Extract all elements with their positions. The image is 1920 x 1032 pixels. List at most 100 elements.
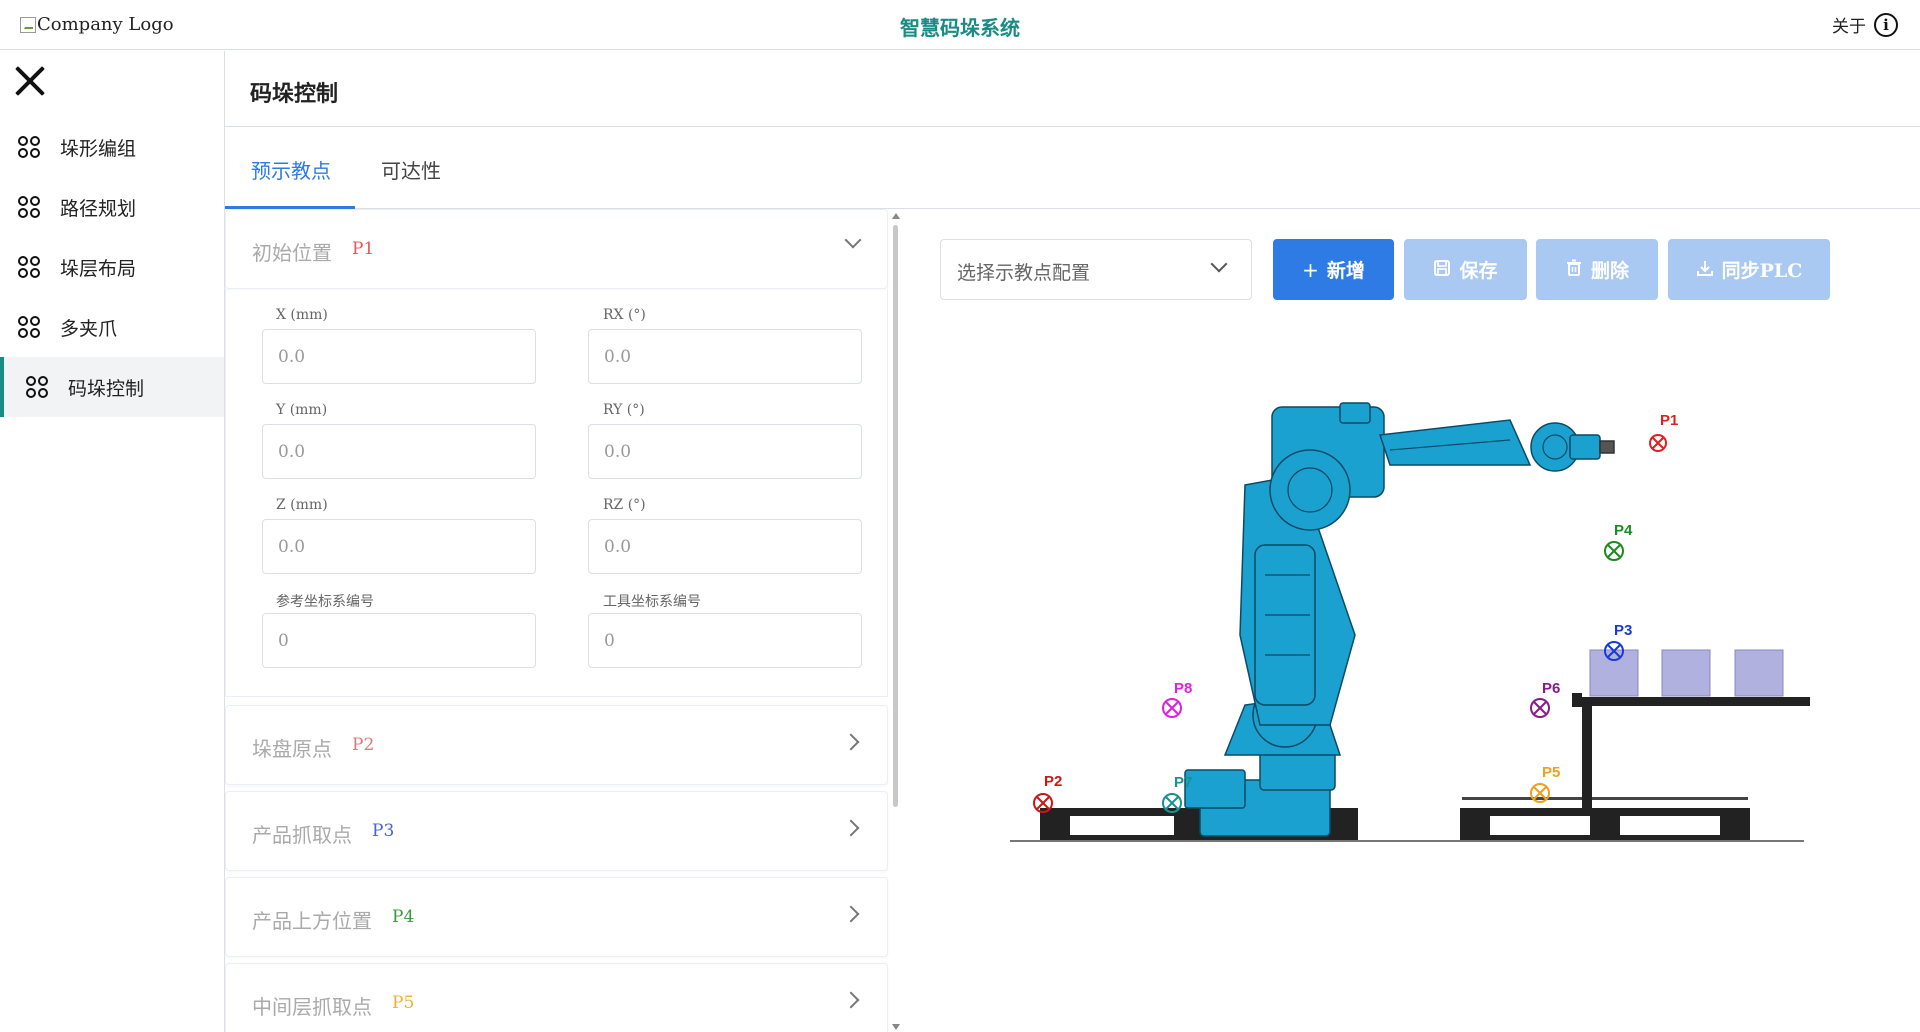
close-icon[interactable] xyxy=(14,65,46,97)
trash-icon xyxy=(1565,258,1583,282)
teach-point-p8[interactable]: P8 xyxy=(1162,680,1192,718)
x-input[interactable]: 0.0 xyxy=(262,329,536,384)
tab-teach-points[interactable]: 预示教点 xyxy=(251,159,331,183)
add-button[interactable]: + 新增 xyxy=(1273,239,1394,300)
point-tag: P4 xyxy=(392,907,415,927)
chevron-right-icon xyxy=(842,819,860,837)
add-button-label: 新增 xyxy=(1326,260,1365,282)
point-label: P1 xyxy=(1660,412,1678,429)
teach-point-p1[interactable]: P1 xyxy=(1649,412,1678,452)
company-logo: Company Logo xyxy=(20,14,174,35)
ry-input[interactable]: 0.0 xyxy=(588,424,862,479)
save-icon xyxy=(1433,258,1451,282)
system-title: 智慧码垛系统 xyxy=(900,16,1020,40)
about-label: 关于 xyxy=(1832,17,1866,37)
page-title: 码垛控制 xyxy=(250,81,339,107)
field-label: 工具坐标系编号 xyxy=(603,594,701,610)
sidebar-item-palletizing-control[interactable]: 码垛控制 xyxy=(0,357,224,417)
rx-input[interactable]: 0.0 xyxy=(588,329,862,384)
left-pallet xyxy=(1040,808,1358,840)
point-label: P3 xyxy=(1614,622,1632,639)
field-label: X (mm) xyxy=(276,307,328,323)
tool-frame-input[interactable]: 0 xyxy=(588,613,862,668)
teach-point-p7[interactable]: P7 xyxy=(1162,774,1192,813)
scroll-up-arrow-icon[interactable] xyxy=(892,213,900,219)
sidebar-item-layer-layout[interactable]: 垛层布局 xyxy=(0,237,224,297)
product-table xyxy=(1572,693,1810,808)
sidebar-item-path-planning[interactable]: 路径规划 xyxy=(0,177,224,237)
chevron-down-icon xyxy=(844,231,862,249)
delete-button[interactable]: 删除 xyxy=(1536,239,1658,300)
sidebar-item-label: 路径规划 xyxy=(60,197,137,220)
teach-point-p4[interactable]: P4 xyxy=(1604,522,1633,561)
ref-frame-input[interactable]: 0 xyxy=(262,613,536,668)
active-tab-indicator xyxy=(225,206,355,209)
accordion-header-pallet-origin[interactable]: 垛盘原点 P2 xyxy=(225,705,888,785)
accordion-title: 中间层抓取点 xyxy=(252,995,372,1019)
accordion-title: 初始位置 xyxy=(252,241,332,265)
tab-reachability[interactable]: 可达性 xyxy=(381,159,441,183)
point-label: P4 xyxy=(1614,522,1633,539)
chevron-right-icon xyxy=(842,905,860,923)
info-icon: i xyxy=(1874,12,1898,37)
accordion-title: 产品上方位置 xyxy=(252,909,372,933)
plus-icon: + xyxy=(1302,257,1319,282)
product-boxes xyxy=(1589,649,1784,697)
grid-icon xyxy=(26,376,48,398)
field-label: 参考坐标系编号 xyxy=(276,594,374,610)
accordion-header-middle-layer-pick[interactable]: 中间层抓取点 P5 xyxy=(225,963,888,1032)
panel-scrollbar[interactable] xyxy=(890,209,901,1032)
accordion-header-product-pick[interactable]: 产品抓取点 P3 xyxy=(225,791,888,871)
accordion-header-initial-position[interactable]: 初始位置 P1 xyxy=(225,209,888,289)
sidebar: 垛形编组 路径规划 垛层布局 多夹爪 码垛控制 xyxy=(0,51,225,1032)
field-label: Z (mm) xyxy=(276,497,328,513)
accordion-header-above-product[interactable]: 产品上方位置 P4 xyxy=(225,877,888,957)
sidebar-item-stack-group[interactable]: 垛形编组 xyxy=(0,117,224,177)
scroll-thumb[interactable] xyxy=(893,225,898,807)
teach-point-p6[interactable]: P6 xyxy=(1530,680,1560,718)
scroll-down-arrow-icon[interactable] xyxy=(892,1024,900,1030)
field-label: RX (°) xyxy=(603,307,646,323)
point-tag: P1 xyxy=(352,239,375,259)
grid-icon xyxy=(18,316,40,338)
download-icon xyxy=(1696,258,1714,282)
point-label: P2 xyxy=(1044,773,1062,790)
sidebar-item-label: 垛层布局 xyxy=(60,257,137,280)
grid-icon xyxy=(18,196,40,218)
point-label: P8 xyxy=(1174,680,1192,697)
save-button-label: 保存 xyxy=(1459,260,1498,282)
palletizing-diagram: P1 P2 P3 P4 P5 P6 P7 P8 xyxy=(1010,402,1810,842)
sidebar-item-label: 码垛控制 xyxy=(68,377,145,400)
chevron-right-icon xyxy=(842,991,860,1009)
sidebar-item-multi-gripper[interactable]: 多夹爪 xyxy=(0,297,224,357)
sync-plc-button[interactable]: 同步PLC xyxy=(1668,239,1830,300)
teach-config-select[interactable]: 选择示教点配置 xyxy=(940,239,1252,300)
y-input[interactable]: 0.0 xyxy=(262,424,536,479)
select-placeholder: 选择示教点配置 xyxy=(957,262,1091,284)
rz-input[interactable]: 0.0 xyxy=(588,519,862,574)
accordion-title: 垛盘原点 xyxy=(252,737,332,761)
teach-point-p2[interactable]: P2 xyxy=(1033,773,1062,813)
sidebar-item-label: 垛形编组 xyxy=(60,137,137,160)
field-label: RY (°) xyxy=(603,402,645,418)
teach-point-p5[interactable]: P5 xyxy=(1530,764,1560,803)
delete-button-label: 删除 xyxy=(1590,260,1629,282)
accordion-body: X (mm) 0.0 RX (°) 0.0 Y (mm) 0.0 RY (°) … xyxy=(225,289,888,697)
broken-image-icon xyxy=(20,16,36,33)
point-label: P7 xyxy=(1174,774,1192,791)
point-tag: P3 xyxy=(372,821,395,841)
robot-detail-lines xyxy=(1265,434,1568,656)
divider xyxy=(225,126,1920,127)
top-header: Company Logo 智慧码垛系统 关于 i xyxy=(0,0,1920,50)
sidebar-item-label: 多夹爪 xyxy=(60,317,118,340)
chevron-right-icon xyxy=(842,733,860,751)
field-label: RZ (°) xyxy=(603,497,646,513)
teach-point-p3[interactable]: P3 xyxy=(1604,622,1632,661)
z-input[interactable]: 0.0 xyxy=(262,519,536,574)
tab-bar: 预示教点 可达性 xyxy=(225,127,1920,209)
save-button[interactable]: 保存 xyxy=(1404,239,1527,300)
teach-point-panel: 初始位置 P1 X (mm) 0.0 RX (°) 0.0 Y (mm) 0.0… xyxy=(225,209,901,1032)
point-tag: P5 xyxy=(392,993,415,1013)
about-button[interactable]: 关于 i xyxy=(1832,12,1898,37)
sync-plc-button-label: 同步PLC xyxy=(1721,260,1803,282)
